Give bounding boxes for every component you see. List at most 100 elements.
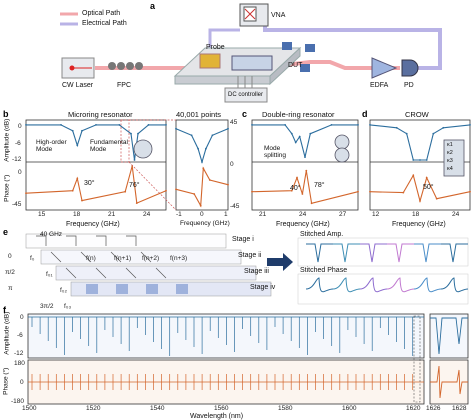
fundamental-annotation: Fundamental Mode (90, 139, 128, 153)
cw-laser-label: CW Laser (62, 82, 94, 89)
stitched-amp-dip (387, 243, 414, 263)
b-phase-tick-0: 0 (18, 169, 22, 176)
phase-50-annotation: 50° (423, 184, 434, 191)
panel-label-d: d (362, 109, 368, 119)
b-amp-line-point (147, 124, 150, 126)
d-phase-line-point (419, 200, 421, 202)
dc-controller-box (224, 87, 268, 103)
d-amp-line-point (469, 124, 471, 126)
phase-40-annotation: 40° (290, 185, 301, 192)
freq-label-f03: f₀₃ (64, 303, 72, 310)
inset-phase-line-point (208, 179, 211, 181)
b-amp-tick-1: -6 (15, 140, 21, 147)
stitching-diagram (25, 233, 272, 297)
electrical-path-b (208, 28, 240, 56)
b-phase-line-point (81, 199, 83, 202)
c-amp-line-point (290, 132, 293, 135)
inset-amp-line-point (227, 127, 229, 130)
d-phase-line-point (402, 191, 405, 194)
legend-electrical-label: Electrical Path (82, 20, 127, 27)
b-x-tick-2: 21 (108, 211, 116, 218)
f-x-tick-1580: 1580 (278, 405, 293, 412)
panel-label-b: b (3, 109, 9, 119)
c-phase-line (251, 170, 359, 204)
panel-b-amp-curve (25, 124, 167, 161)
f-x-tick-1560: 1560 (214, 405, 229, 412)
double-ring-icon-bottom (334, 147, 350, 163)
phase-mark-3pi2: 3π/2 (40, 303, 54, 310)
high-order-annotation: High-order Mode (36, 139, 67, 153)
vna-label: VNA (271, 12, 286, 19)
stitched-amp-plot (297, 237, 469, 267)
d-amp-line-point (442, 126, 445, 129)
f-amp-tick-0: 0 (20, 314, 24, 321)
panel-d-amp-curve (369, 124, 471, 161)
stitched-amp-dip (360, 243, 387, 263)
b-amp-line-point (133, 159, 136, 161)
f-phase-tick-1: 0 (20, 379, 24, 386)
d-phase-line-point (369, 190, 371, 193)
panel-c-amp-curve (251, 124, 359, 158)
panel-b-phase-curve (25, 165, 167, 204)
stitched-phase-swing (332, 277, 361, 293)
electrical-path-a (263, 22, 442, 70)
inset-amp-line-point (211, 134, 214, 137)
d-amp-line-point (369, 124, 371, 126)
legend-optical-label: Optical Path (82, 10, 121, 17)
b-amp-tick-2: -12 (12, 156, 22, 163)
f-amp-tick-2: -12 (14, 350, 24, 357)
b-phase-line-point (71, 189, 74, 192)
inset-phase-line (175, 166, 229, 208)
b-amp-line-point (118, 124, 121, 126)
b-phase-line-point (25, 192, 27, 195)
crow-k2: κ2 (447, 150, 453, 156)
b-phase-line-point (135, 202, 138, 204)
b-x-tick-1: 18 (73, 211, 81, 218)
panel-f-amp-lines (28, 316, 424, 356)
stitched-phase-label: Stitched Phase (300, 267, 348, 274)
d-amp-line-point (405, 132, 408, 135)
c-x-tick-2: 27 (339, 211, 347, 218)
panel-f-phase-axis-label: Phase (°) (2, 367, 10, 395)
d-phase-line-point (425, 176, 428, 179)
panel-c-title: Double-ring resonator (262, 110, 335, 119)
d-phase-line (369, 173, 471, 204)
chip-small-3 (300, 64, 310, 72)
b-amp-line-point (60, 124, 62, 126)
stage-ii-label: Stage ii (238, 252, 262, 259)
stitched-phase-swing (305, 277, 334, 293)
inset-x-tick-2: 1 (224, 211, 228, 218)
b-phase-tick-1: -45 (12, 201, 22, 208)
b-amp-line-point (130, 132, 132, 135)
crow-k4: κ4 (447, 166, 453, 172)
f-phase-tick-2: -180 (11, 398, 25, 405)
inset-y-tick-0: 45 (230, 119, 238, 126)
phase-mark-0: 0 (8, 253, 12, 260)
zoom-amp-line (430, 317, 468, 355)
fpc-icon (108, 62, 143, 70)
stitched-amp-label: Stitched Amp. (300, 231, 344, 238)
inset-phase-curve (175, 166, 229, 208)
d-amp-line-point (425, 159, 428, 161)
crow-icon (443, 139, 465, 177)
inset-phase-line-point (202, 167, 205, 170)
b-amp-line (26, 124, 166, 161)
dut-chip (231, 55, 273, 71)
c-phase-line-point (251, 190, 253, 193)
stage-i-block (25, 233, 227, 249)
panel-b-inset-title: 40,001 points (176, 110, 222, 119)
d-amp-line-point (412, 159, 415, 161)
b-amp-line-point (81, 129, 83, 132)
c-x-tick-0: 21 (259, 211, 267, 218)
f-x-tick-1540: 1540 (150, 405, 165, 412)
panel-f-main-plot (27, 313, 425, 405)
d-phase-line-point (412, 174, 415, 177)
inset-amp-line-point (175, 127, 177, 130)
c-amp-line-point (309, 132, 312, 135)
d-x-tick-0: 12 (372, 211, 380, 218)
f-zoom-tick-1626: 1626 (426, 405, 441, 412)
stitched-amp-dip (306, 243, 333, 263)
stage-i-label: Stage i (232, 236, 254, 243)
zoom-amp-curve (430, 317, 468, 355)
